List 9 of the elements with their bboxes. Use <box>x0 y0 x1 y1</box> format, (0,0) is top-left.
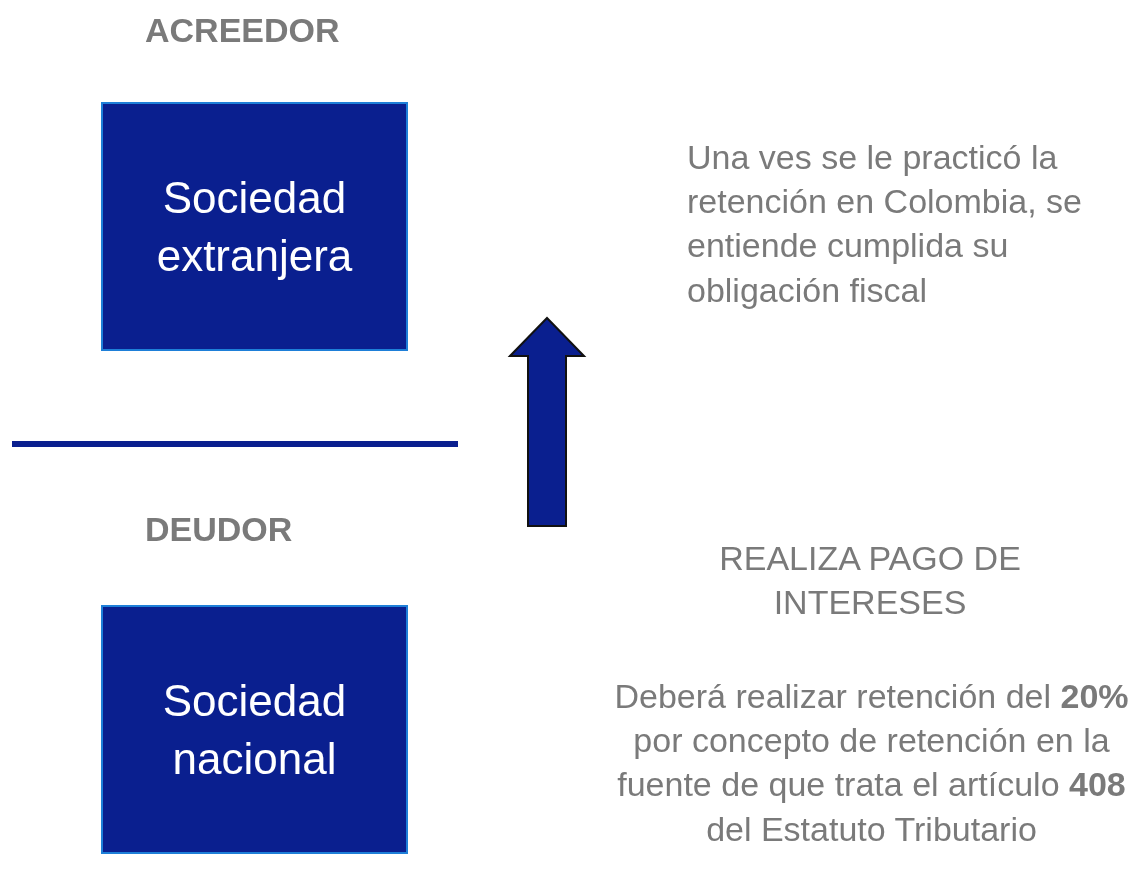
role-heading: DEUDOR <box>145 509 294 550</box>
note-text: Deberá realizar retención del 20% por concepto de retención en la fuente de que trata el artículo 408 del Estatuto Tributario <box>613 676 1130 850</box>
role-heading: ACREEDOR <box>145 10 341 51</box>
company-name: Sociedad nacional <box>161 675 348 785</box>
action-heading: REALIZA PAGO DE INTERESES <box>718 538 1022 624</box>
company-box <box>101 102 408 351</box>
note-text: Una ves se le practicó la retención en Colombia, se entiende cumplida su obligación fiscal <box>687 137 1083 311</box>
company-name: Sociedad extranjera <box>155 172 354 282</box>
company-box <box>101 605 408 854</box>
